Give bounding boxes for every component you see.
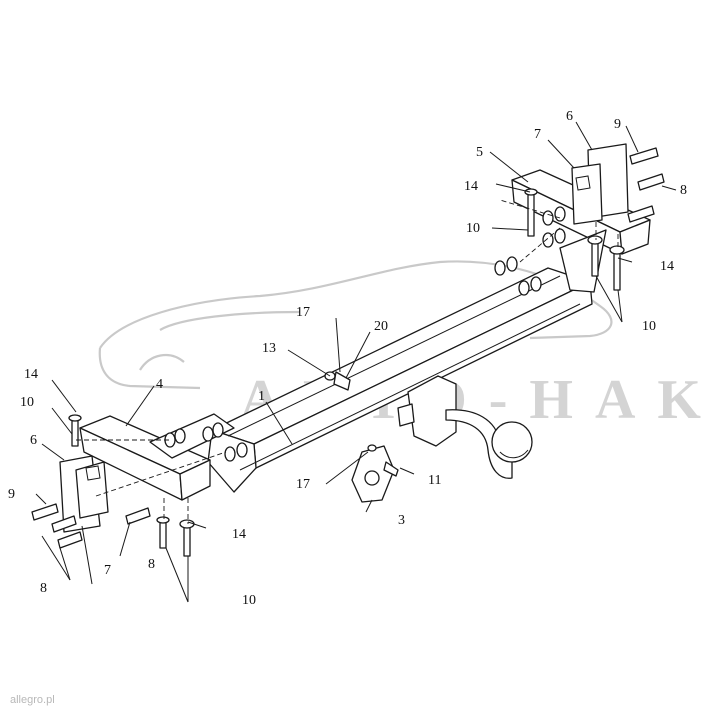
label-part-17-top: 17 [296, 305, 310, 320]
label-part-3: 3 [398, 513, 405, 528]
label-part-10-right-top: 10 [466, 221, 480, 236]
label-part-6-right: 6 [566, 109, 573, 124]
label-part-8-right: 8 [680, 183, 687, 198]
label-part-7-right: 7 [534, 127, 541, 142]
right-bolts [524, 147, 665, 291]
callout-labels: 1 3 4 5 6 6 7 7 8 8 8 9 9 10 10 10 10 11… [8, 109, 687, 608]
label-part-7-left: 7 [104, 563, 111, 578]
label-part-20: 20 [374, 319, 388, 334]
tow-ball-assembly [397, 375, 533, 479]
label-part-14-right-bottom: 14 [660, 259, 674, 274]
label-part-11: 11 [428, 473, 441, 488]
socket-plate [351, 445, 395, 503]
label-part-13: 13 [262, 341, 276, 356]
corner-watermark: allegro.pl [10, 694, 55, 706]
left-side-plate [59, 455, 109, 533]
label-part-1: 1 [258, 389, 265, 404]
label-part-10-left-bottom: 10 [242, 593, 256, 608]
fasteners [164, 206, 566, 477]
label-part-10-left-top: 10 [20, 395, 34, 410]
leader-lines [35, 121, 677, 603]
label-part-14-left-top: 14 [24, 367, 38, 382]
assembly-lines [76, 199, 619, 524]
label-part-14-right-top: 14 [464, 179, 478, 194]
label-part-5: 5 [476, 145, 483, 160]
label-part-6-left: 6 [30, 433, 37, 448]
label-part-9-left: 9 [8, 487, 15, 502]
label-part-4: 4 [156, 377, 163, 392]
label-part-9-right: 9 [614, 117, 621, 132]
label-part-8-middle: 8 [148, 557, 155, 572]
label-part-8-left: 8 [40, 581, 47, 596]
left-bolts [31, 414, 195, 557]
label-part-17-bottom: 17 [296, 477, 310, 492]
label-part-10-right-bottom: 10 [642, 319, 656, 334]
watermark-car-outline-icon [98, 260, 613, 390]
right-side-plate [571, 143, 629, 225]
label-part-14-left-bottom: 14 [232, 527, 246, 542]
